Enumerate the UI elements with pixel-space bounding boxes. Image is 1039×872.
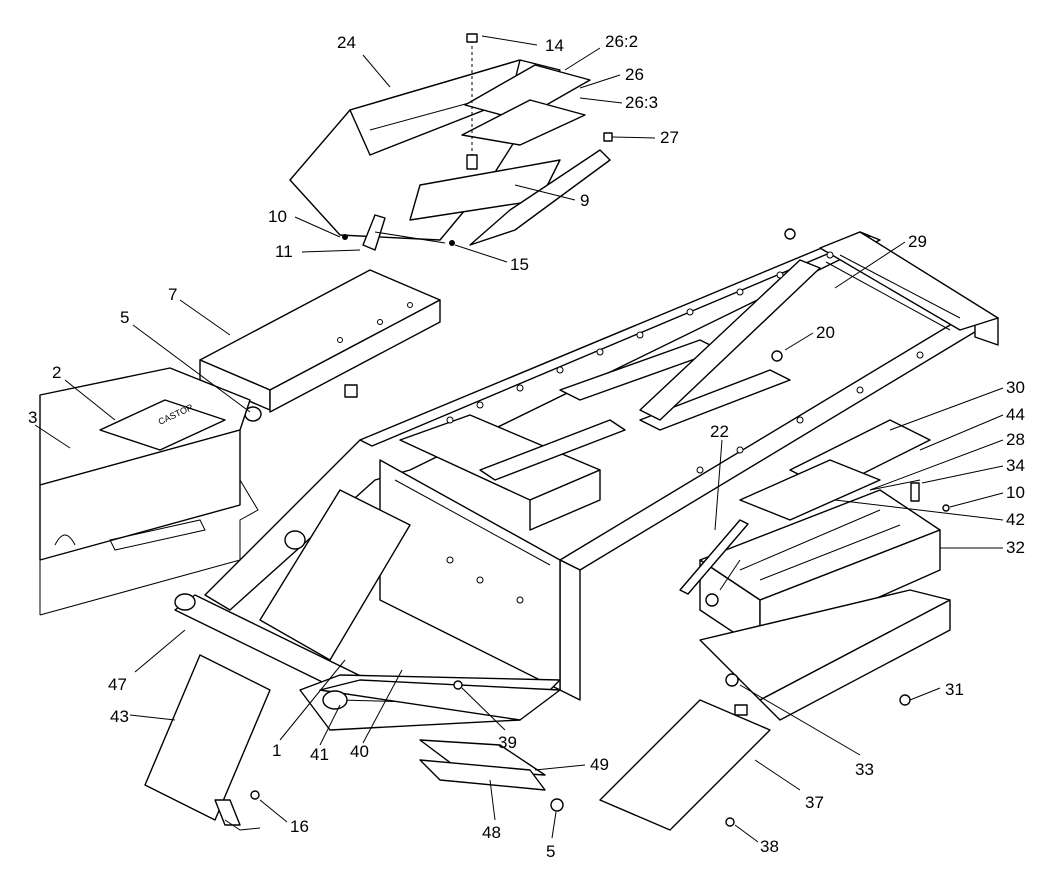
callout-16: 16 (290, 817, 309, 836)
callout-20: 20 (816, 323, 835, 342)
callout-7: 7 (168, 285, 177, 304)
callout-38: 38 (760, 837, 779, 856)
latch-11 (342, 214, 455, 251)
callout-29: 29 (908, 232, 927, 251)
callout-2: 2 (52, 363, 61, 382)
frame-holes (446, 251, 924, 604)
callout-31: 31 (945, 680, 964, 699)
screw-14 (466, 33, 478, 170)
bracket-48 (419, 739, 564, 812)
decal-2: CASTOR (99, 399, 226, 451)
callout-24: 24 (337, 33, 356, 52)
callout-47: 47 (108, 675, 127, 694)
leader-lines (34, 35, 1004, 843)
callout-11: 11 (275, 242, 293, 261)
callout-42: 42 (1006, 510, 1025, 529)
gasket-22 (679, 519, 749, 595)
callout-5-upper: 5 (120, 308, 129, 327)
callout-30: 30 (1006, 378, 1025, 397)
decal-26-3 (461, 99, 586, 146)
callout-41: 41 (310, 745, 329, 764)
callout-33: 33 (855, 760, 874, 779)
callout-1: 1 (272, 741, 281, 760)
callout-26: 26 (625, 65, 644, 84)
main-frame (174, 231, 999, 731)
callout-14: 14 (545, 36, 564, 55)
callout-27: 27 (660, 128, 679, 147)
fasteners (250, 132, 950, 827)
callout-40: 40 (350, 742, 369, 761)
callout-44: 44 (1006, 405, 1025, 424)
cover-panel-7 (199, 269, 441, 413)
callout-34: 34 (1006, 456, 1025, 475)
callout-labels: 24 14 26:2 26 26:3 27 9 10 11 15 29 7 5 … (28, 32, 1025, 861)
callout-9: 9 (580, 191, 589, 210)
callout-10-upper: 10 (268, 207, 287, 226)
callout-3: 3 (28, 408, 37, 427)
callout-43: 43 (110, 707, 129, 726)
callout-39: 39 (498, 733, 517, 752)
rear-box-32 (699, 489, 951, 721)
callout-22: 22 (710, 422, 729, 441)
callout-26-3: 26:3 (625, 93, 658, 112)
rear-panel-30 (739, 419, 931, 521)
callout-26-2: 26:2 (605, 32, 638, 51)
callout-28: 28 (1006, 430, 1025, 449)
callout-37: 37 (805, 793, 824, 812)
callout-48: 48 (482, 823, 501, 842)
callout-49: 49 (590, 755, 609, 774)
step-plate-43 (144, 654, 271, 831)
step-plate-37 (599, 699, 771, 831)
callout-15: 15 (510, 255, 529, 274)
callout-10-lower: 10 (1006, 483, 1025, 502)
callout-32: 32 (1006, 538, 1025, 557)
callout-5-lower: 5 (546, 842, 555, 861)
